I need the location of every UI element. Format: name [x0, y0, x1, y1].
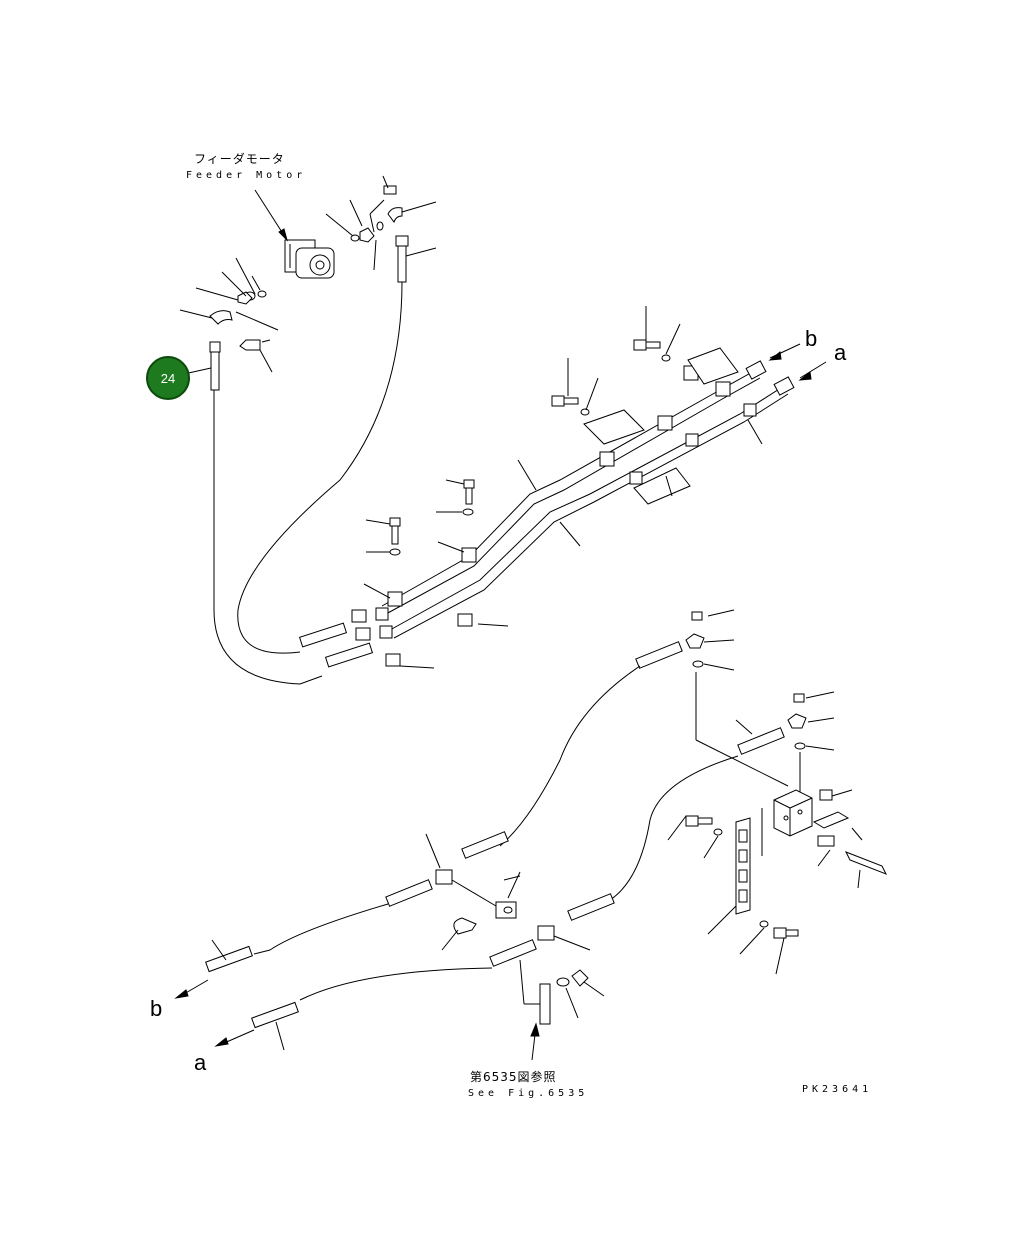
reference-label-en: See Fig.6535 — [468, 1088, 589, 1099]
motor-leaders — [179, 175, 437, 373]
connection-label-b-lower: b — [150, 996, 163, 1021]
lower-hoses — [205, 641, 785, 1029]
connection-label-b-upper: b — [805, 326, 818, 351]
connection-label-a-lower: a — [194, 1050, 207, 1075]
feeder-motor-label-jp: フィーダモータ — [194, 152, 285, 166]
motor-fittings — [209, 185, 409, 351]
upper-leaders — [363, 306, 827, 669]
clamp-plates — [583, 347, 739, 505]
part-callout-24[interactable]: 24 — [146, 356, 190, 400]
valve-block — [773, 789, 888, 875]
lower-fittings — [435, 611, 833, 1025]
feeder-motor-label-en: Feeder Motor — [186, 170, 307, 181]
lower-leaders — [183, 609, 863, 1061]
pipe-clamps — [385, 365, 757, 667]
connection-label-a-upper: a — [834, 340, 847, 365]
left-hose — [183, 281, 403, 685]
upper-pipes — [298, 360, 795, 668]
drawing-code: PK23641 — [802, 1084, 873, 1095]
reference-label-jp: 第6535図参照 — [470, 1070, 557, 1084]
feeder-motor — [284, 239, 335, 279]
upper-bolts — [389, 339, 671, 556]
bracket-plate — [685, 815, 799, 939]
